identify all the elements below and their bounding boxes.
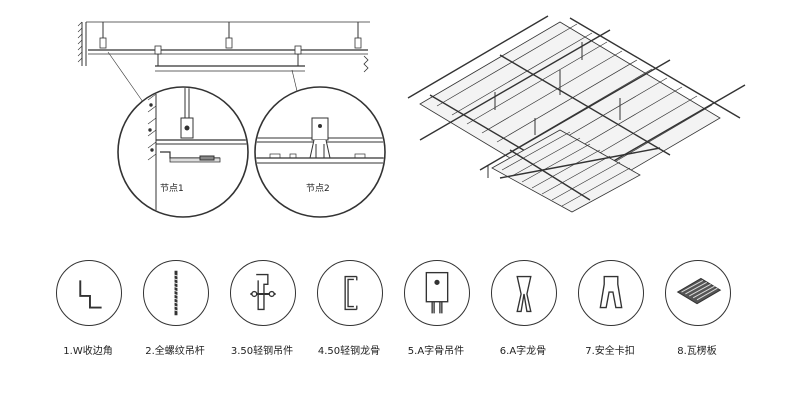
w-edge-angle-icon — [56, 260, 122, 326]
detail-node-1 — [117, 86, 249, 218]
isometric-ceiling-grid — [407, 15, 746, 213]
part-1: 1.W收边角 — [48, 260, 128, 370]
safety-clip-icon — [578, 260, 644, 326]
threaded-rod-icon — [143, 260, 209, 326]
part-2: 2.全螺纹吊杆 — [135, 260, 215, 370]
part-7-label: 7.安全卡扣 — [585, 346, 635, 357]
node-2-label: 节点2 — [306, 184, 330, 194]
part-6-label: 6.A字龙骨 — [499, 346, 547, 357]
part-8-label: 8.瓦楞板 — [677, 346, 717, 357]
parts-legend: 1.W收边角 2.全螺纹吊杆 3.50轻钢吊件 — [48, 260, 738, 370]
part-2-label: 2.全螺纹吊杆 — [145, 346, 205, 357]
part-4: 4.50轻钢龙骨 — [309, 260, 389, 370]
part-5-label: 5.A字骨吊件 — [407, 346, 465, 357]
part-1-label: 1.W收边角 — [63, 346, 113, 357]
part-3-label: 3.50轻钢吊件 — [230, 346, 294, 357]
a-frame-hanger-icon — [404, 260, 470, 326]
detail-node-2 — [254, 86, 386, 218]
node-1-label: 节点1 — [160, 184, 184, 194]
light-steel-hanger-icon — [230, 260, 296, 326]
part-4-label: 4.50轻钢龙骨 — [317, 346, 381, 357]
light-steel-keel-icon — [317, 260, 383, 326]
part-8: 8.瓦楞板 — [657, 260, 737, 370]
part-5: 5.A字骨吊件 — [396, 260, 476, 370]
part-7: 7.安全卡扣 — [570, 260, 650, 370]
a-frame-keel-icon — [491, 260, 557, 326]
part-3: 3.50轻钢吊件 — [222, 260, 302, 370]
corrugated-panel-icon — [665, 260, 731, 326]
part-6: 6.A字龙骨 — [483, 260, 563, 370]
